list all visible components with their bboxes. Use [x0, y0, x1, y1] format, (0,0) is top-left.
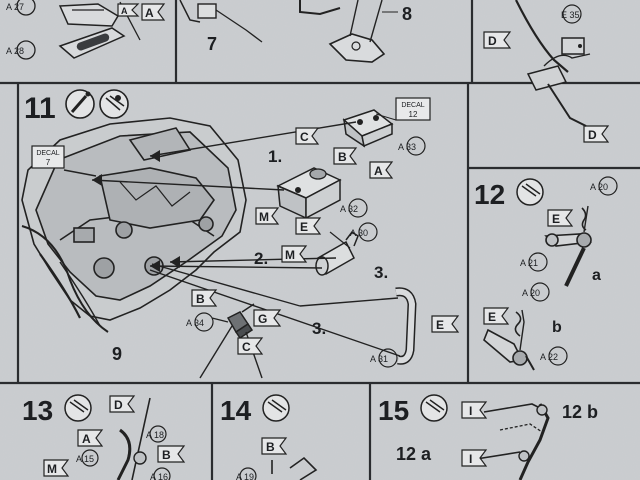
letter-flag: B [266, 440, 275, 454]
part-label: A 20 [590, 182, 608, 192]
variant-label-a: a [592, 267, 601, 284]
part-label: A 16 [150, 472, 168, 480]
variant-label-12b: 12 b [562, 402, 598, 422]
glue-tube-icon [516, 178, 544, 206]
decal-box [31, 145, 65, 169]
lever-b [483, 309, 535, 371]
letter-flag: M [259, 210, 269, 224]
step-13-panel: 13 D A B M A 18 A 15 A 16 [22, 394, 186, 480]
letter-flags-step-11: C B A M E M B G C E [191, 127, 460, 355]
assembly-number: 9 [112, 344, 122, 364]
top-right-panel: E 35 D D [483, 0, 610, 143]
part-label: A 34 [186, 318, 204, 328]
part-a34 [226, 303, 255, 340]
sequence-3: 3. [374, 263, 388, 282]
letter-flag: A [374, 164, 383, 178]
decal-number: 12 [409, 110, 418, 119]
letter-flag: M [47, 462, 57, 476]
sequence-1: 1. [268, 147, 282, 166]
step-11-panel: 11 [21, 89, 460, 379]
letter-flag: E [488, 310, 496, 324]
step-15-panel: 15 I I 12 b 12 a [378, 394, 598, 480]
step-number-15: 15 [378, 395, 409, 426]
letter-flag: C [242, 340, 251, 354]
part-label: A 15 [76, 454, 94, 464]
sequence-3-alt: 3. [312, 319, 326, 338]
step-number-14: 14 [220, 395, 252, 426]
lever-a [544, 205, 592, 287]
sequence-2: 2. [254, 249, 268, 268]
part-labels-step-11: A 33 A 32 A 30 A 34 A 31 [186, 136, 426, 368]
part-label: E 35 [561, 10, 580, 20]
step-number-7: 7 [207, 34, 217, 54]
letter-flag: M [285, 248, 295, 262]
arrow-heads [92, 150, 180, 272]
part-label: A 21 [520, 258, 538, 268]
glue-tube-icon [420, 394, 448, 422]
letter-flag: A [145, 6, 154, 20]
part-label: A 28 [6, 46, 24, 56]
part-label: A 30 [350, 228, 368, 238]
decal-box [395, 97, 431, 121]
decal-number: 7 [46, 158, 51, 167]
part-label: A 20 [522, 288, 540, 298]
part-label: A 19 [236, 472, 254, 480]
letter-flag: E [300, 220, 308, 234]
letter-flag: E [552, 212, 560, 226]
glue-tube-icon [99, 89, 129, 119]
step-14-panel: 14 B A 19 [220, 394, 318, 480]
letter-flag: A [121, 6, 128, 16]
part-label: A 33 [398, 142, 416, 152]
paint-brush-icon [65, 89, 95, 119]
letter-flag: I [469, 404, 472, 418]
letter-flag: E [436, 318, 444, 332]
letter-flag: D [114, 398, 123, 412]
top-left-panel: A 27 A 28 A A [6, 0, 166, 60]
letter-flag: C [300, 130, 309, 144]
variant-label-b: b [552, 319, 562, 336]
letter-flag: B [196, 292, 205, 306]
top-middle-panel: 7 8 [179, 0, 412, 63]
letter-flag: I [469, 452, 472, 466]
step-number-11: 11 [24, 92, 56, 125]
letter-flag: D [588, 128, 597, 142]
glue-tube-icon [262, 394, 290, 422]
part-label: A 32 [340, 204, 358, 214]
decal-label: DECAL [401, 102, 424, 109]
step-number-8: 8 [402, 4, 412, 24]
letter-flag: G [258, 312, 267, 326]
step-number-12: 12 [474, 179, 505, 210]
step-12-panel: 12 E E A 20 [474, 176, 618, 371]
letter-flag: A [82, 432, 91, 446]
part-label: A 31 [370, 354, 388, 364]
part-label: A 22 [540, 352, 558, 362]
glue-tube-icon [64, 394, 92, 422]
part-label: A 27 [6, 2, 24, 12]
step-number-13: 13 [22, 395, 53, 426]
part-label: A 18 [146, 430, 164, 440]
letter-flags-step-12: E E [483, 209, 574, 325]
decal-label: DECAL [36, 150, 59, 157]
variant-label-12a: 12 a [396, 444, 432, 464]
letter-flag: D [488, 34, 497, 48]
letter-flag: B [338, 150, 347, 164]
letter-flag: B [162, 448, 171, 462]
part-labels-step-12: A 20 A 21 A 20 A 22 [520, 176, 618, 366]
